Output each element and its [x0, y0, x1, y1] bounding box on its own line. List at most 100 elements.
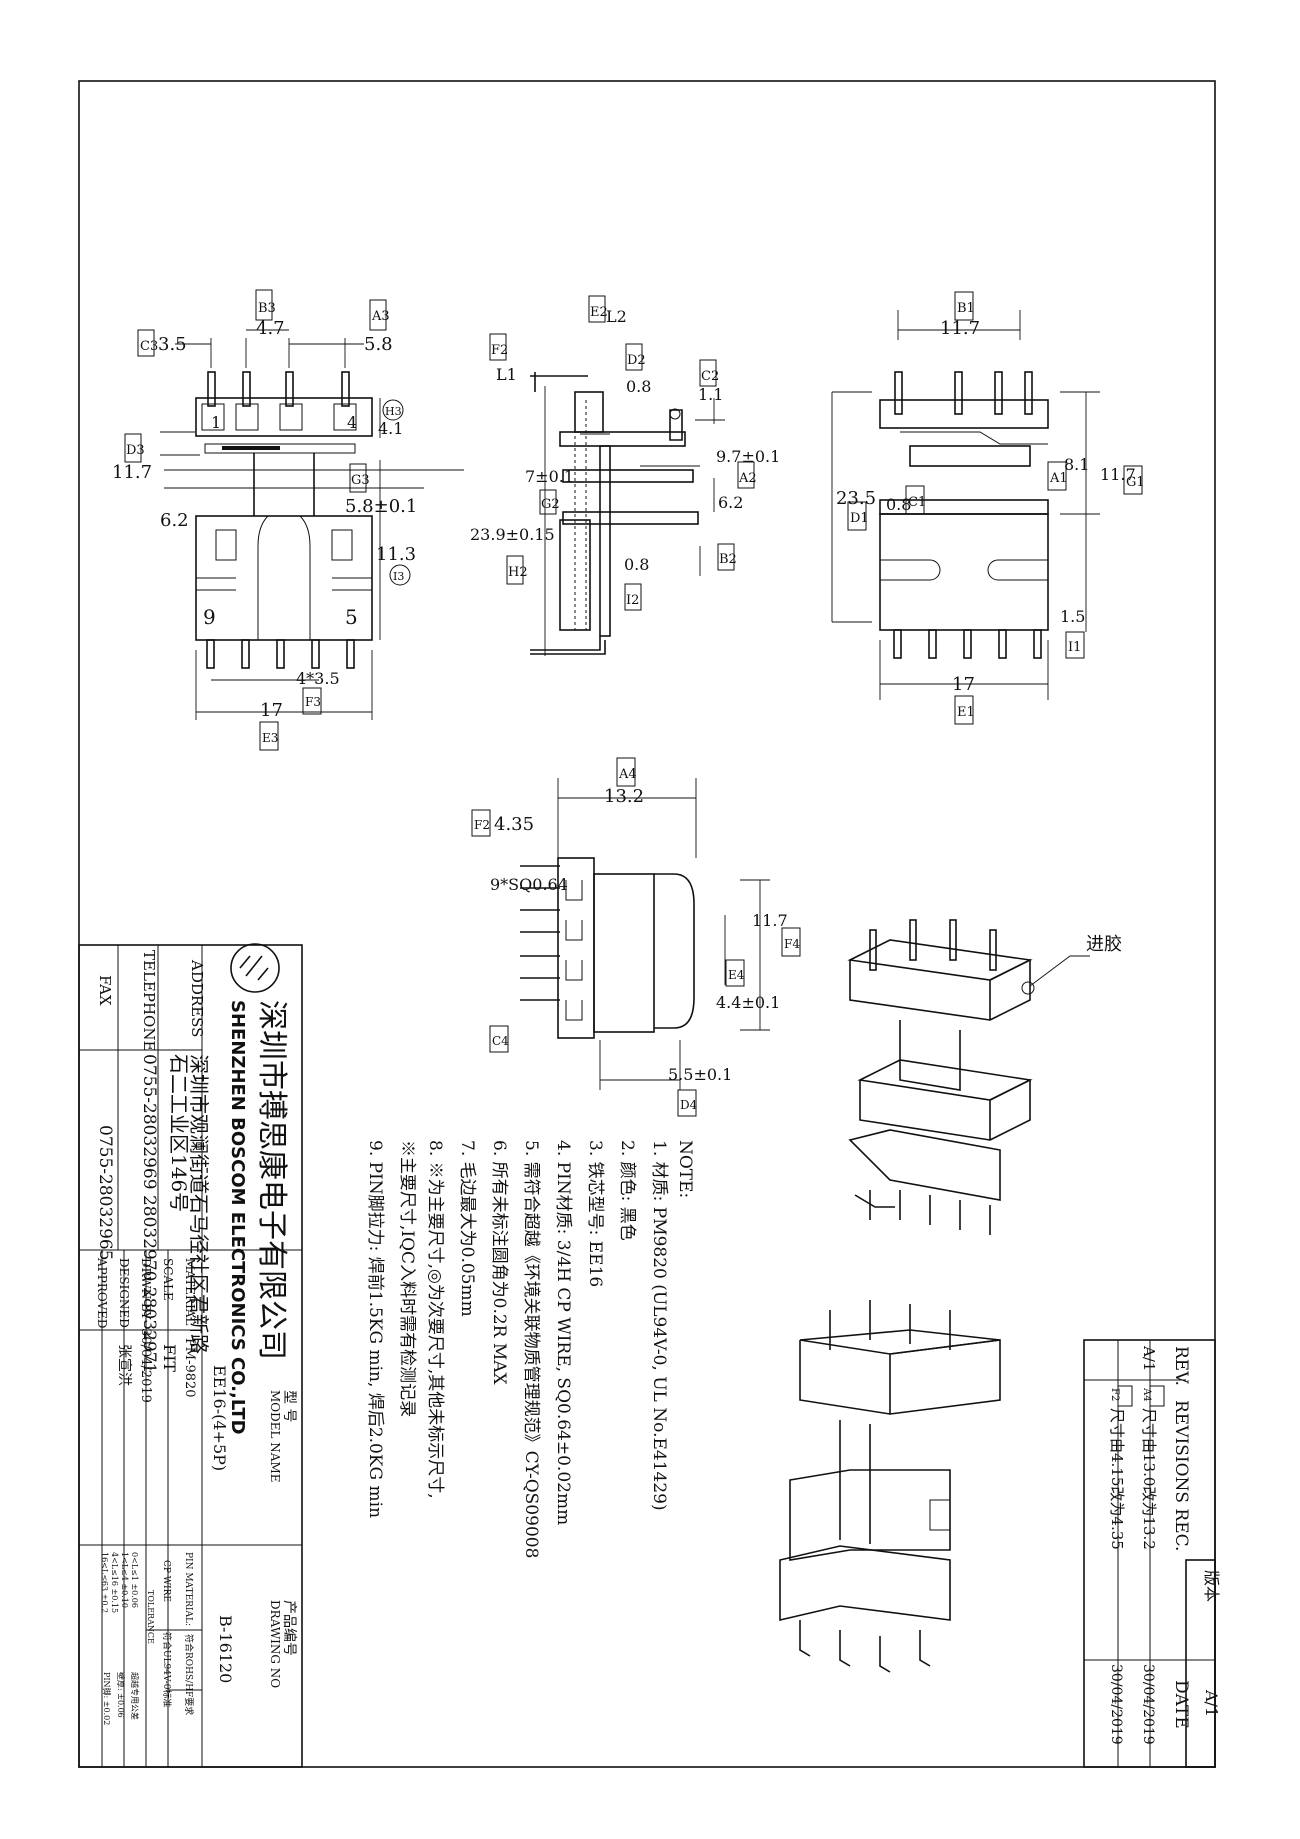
note-3: 3. 铁芯型号: EE16: [585, 1140, 605, 1287]
material-row: MATERIAL PM-9820: [182, 1258, 197, 1398]
a3-tag: A3: [371, 309, 390, 324]
svg-text:REVISIONS REC.: REVISIONS REC.: [1171, 1400, 1191, 1551]
svg-text:EE16-(4+5P): EE16-(4+5P): [210, 1365, 229, 1471]
side-view: [530, 372, 725, 656]
note-8b: ※主要尺寸,IQC入料时需有检测记录: [397, 1140, 417, 1417]
c1-value: 0.8: [886, 495, 911, 514]
left-value: 6.2: [160, 510, 189, 531]
f3-tag: F3: [305, 695, 321, 709]
h2-tag: H2: [508, 565, 528, 580]
note-4: 4. PIN材质: 3/4H CP WIRE, SQ0.64±0.02mm: [553, 1140, 573, 1525]
pin4-label: 4: [347, 413, 357, 432]
c3-tag: C3: [140, 339, 158, 354]
d4-value: 5.5±0.1: [668, 1065, 732, 1084]
svg-text:MODEL NAME: MODEL NAME: [268, 1390, 282, 1483]
designed-row: DESIGNED 张宣洪: [116, 1258, 132, 1386]
company-name-en: SHENZHEN BOSCOM ELECTRONICS CO.,LTD: [227, 1000, 248, 1435]
pin1-label: 1: [211, 413, 221, 432]
svg-text:A/1: A/1: [1140, 1345, 1158, 1371]
svg-text:A4: A4: [1141, 1387, 1152, 1402]
svg-text:张宣洪: 张宣洪: [116, 1344, 132, 1386]
g3-value: 5.8±0.1: [345, 496, 417, 517]
svg-text:符合ROHS/HF要求: 符合ROHS/HF要求: [183, 1634, 195, 1715]
fax-value: 0755-28032965: [95, 1125, 115, 1261]
svg-text:MATERIAL: MATERIAL: [183, 1258, 197, 1326]
side-6.2-value: 6.2: [718, 493, 743, 512]
a1-tag: A1: [1049, 471, 1068, 486]
c1-tag: C1: [908, 495, 926, 510]
right-view-dims: B1 11.7 D1 23.5 C1 0.8 A1 8.1 G1 11.7 1.…: [836, 291, 1145, 725]
note-6: 6. 所有未标注圆角为0.2R MAX: [489, 1140, 509, 1386]
svg-text:超越专用公差: 超越专用公差: [130, 1672, 140, 1720]
tolerance-table: 0<L≤1 ±0.06 1<L≤4 ±0.10 4<L≤16 ±0.15 16<…: [100, 1552, 140, 1725]
svg-text:30/04/2019: 30/04/2019: [1140, 1664, 1156, 1745]
svg-text:DATE: DATE: [1171, 1680, 1191, 1729]
svg-text:型 号: 型 号: [281, 1390, 297, 1422]
bottom-f2-tag: F2: [474, 818, 490, 832]
drawing-no-label: 产品编号 DRAWING NO: [268, 1600, 297, 1688]
pin9-label: 9: [203, 605, 216, 629]
svg-text:REV.: REV.: [1171, 1346, 1191, 1386]
d1-tag: D1: [850, 511, 869, 526]
notes-heading: NOTE:: [675, 1140, 695, 1198]
width-value: 17: [260, 700, 283, 721]
notes-block: NOTE: 1. 材质: PM9820 (UL94V-0, UL No.E414…: [365, 1140, 695, 1558]
svg-text:PIN MATERIAL:: PIN MATERIAL:: [183, 1552, 193, 1626]
svg-text:PM-9820: PM-9820: [182, 1338, 197, 1398]
note-7: 7. 毛边最大为0.05mm: [457, 1140, 477, 1317]
bottom-view: [520, 778, 770, 1090]
svg-text:APPROVED: APPROVED: [95, 1257, 109, 1329]
approved-row: APPROVED: [95, 1257, 109, 1329]
svg-text:壁厚: ±0.06: 壁厚: ±0.06: [116, 1672, 126, 1718]
svg-text:1<L≤4 ±0.10: 1<L≤4 ±0.10: [120, 1552, 129, 1608]
svg-text:TOLERANCE: TOLERANCE: [146, 1590, 155, 1644]
f2-tag: F2: [491, 343, 508, 358]
c3-value: 3.5: [158, 334, 187, 355]
company-name-block: 深圳市搏思康电子有限公司 SHENZHEN BOSCOM ELECTRONICS…: [227, 1000, 289, 1435]
telephone-label: TELEPHONE: [140, 950, 158, 1051]
telephone-value: 0755-28032969 28032970 28032971: [139, 1054, 159, 1373]
i1-value: 1.5: [1060, 607, 1085, 626]
h2-value: 23.9±0.15: [470, 525, 555, 544]
pin-spec: 9*SQ0.64: [490, 875, 568, 894]
svg-text:30/04/2019: 30/04/2019: [138, 1328, 153, 1403]
company-logo: [230, 943, 280, 993]
d4-tag: D4: [680, 1098, 698, 1112]
side-7-value: 7±0.1: [525, 467, 574, 486]
i3-tag: I3: [393, 570, 404, 583]
company-name-cn: 深圳市搏思康电子有限公司: [254, 1000, 289, 1360]
tolerance-label: TOLERANCE: [146, 1590, 155, 1644]
c2-tag: C2: [701, 369, 719, 384]
f4-value: 11.7: [752, 911, 788, 930]
b1-value: 11.7: [940, 318, 980, 339]
a4-value: 13.2: [604, 786, 644, 807]
side-view-dims: E2 L2 F2 L1 D2 0.8 C2 1.1 A2 9.7±0.1 6.2…: [470, 295, 780, 611]
l1-label: L1: [496, 365, 517, 384]
drawing-no-value: B-16120: [216, 1615, 235, 1683]
b2-tag: B2: [719, 552, 737, 567]
model-name-value: EE16-(4+5P): [210, 1365, 229, 1471]
d1-value: 23.5: [836, 488, 876, 509]
company-block: [78, 944, 303, 1768]
svg-text:产品编号: 产品编号: [281, 1600, 297, 1656]
svg-text:16<L≤63 ±0.2: 16<L≤63 ±0.2: [100, 1552, 109, 1613]
gate-label: 进胶: [1086, 934, 1122, 955]
e1-tag: E1: [957, 705, 975, 720]
svg-text:SCALE: SCALE: [161, 1258, 175, 1301]
model-name-label: 型 号 MODEL NAME: [268, 1390, 297, 1483]
sheet-border: [78, 80, 1216, 1768]
e2-tag: E2: [590, 305, 608, 320]
l2-label: L2: [606, 307, 627, 326]
a2-value: 9.7±0.1: [716, 447, 780, 466]
h3-tag: H3: [385, 405, 402, 418]
svg-text:尺寸由4.15改为4.35: 尺寸由4.15改为4.35: [1108, 1408, 1126, 1550]
a3-value: 5.8: [364, 334, 393, 355]
a1-value: 8.1: [1064, 455, 1089, 474]
svg-text:版本: 版本: [1202, 1570, 1221, 1602]
telephone-row: TELEPHONE 0755-28032969 28032970 2803297…: [139, 950, 159, 1373]
i1-tag: I1: [1068, 640, 1081, 655]
i2-tag: I2: [626, 593, 639, 608]
i3-value: 11.3: [376, 544, 416, 565]
e4-value: 4.4±0.1: [716, 993, 780, 1012]
